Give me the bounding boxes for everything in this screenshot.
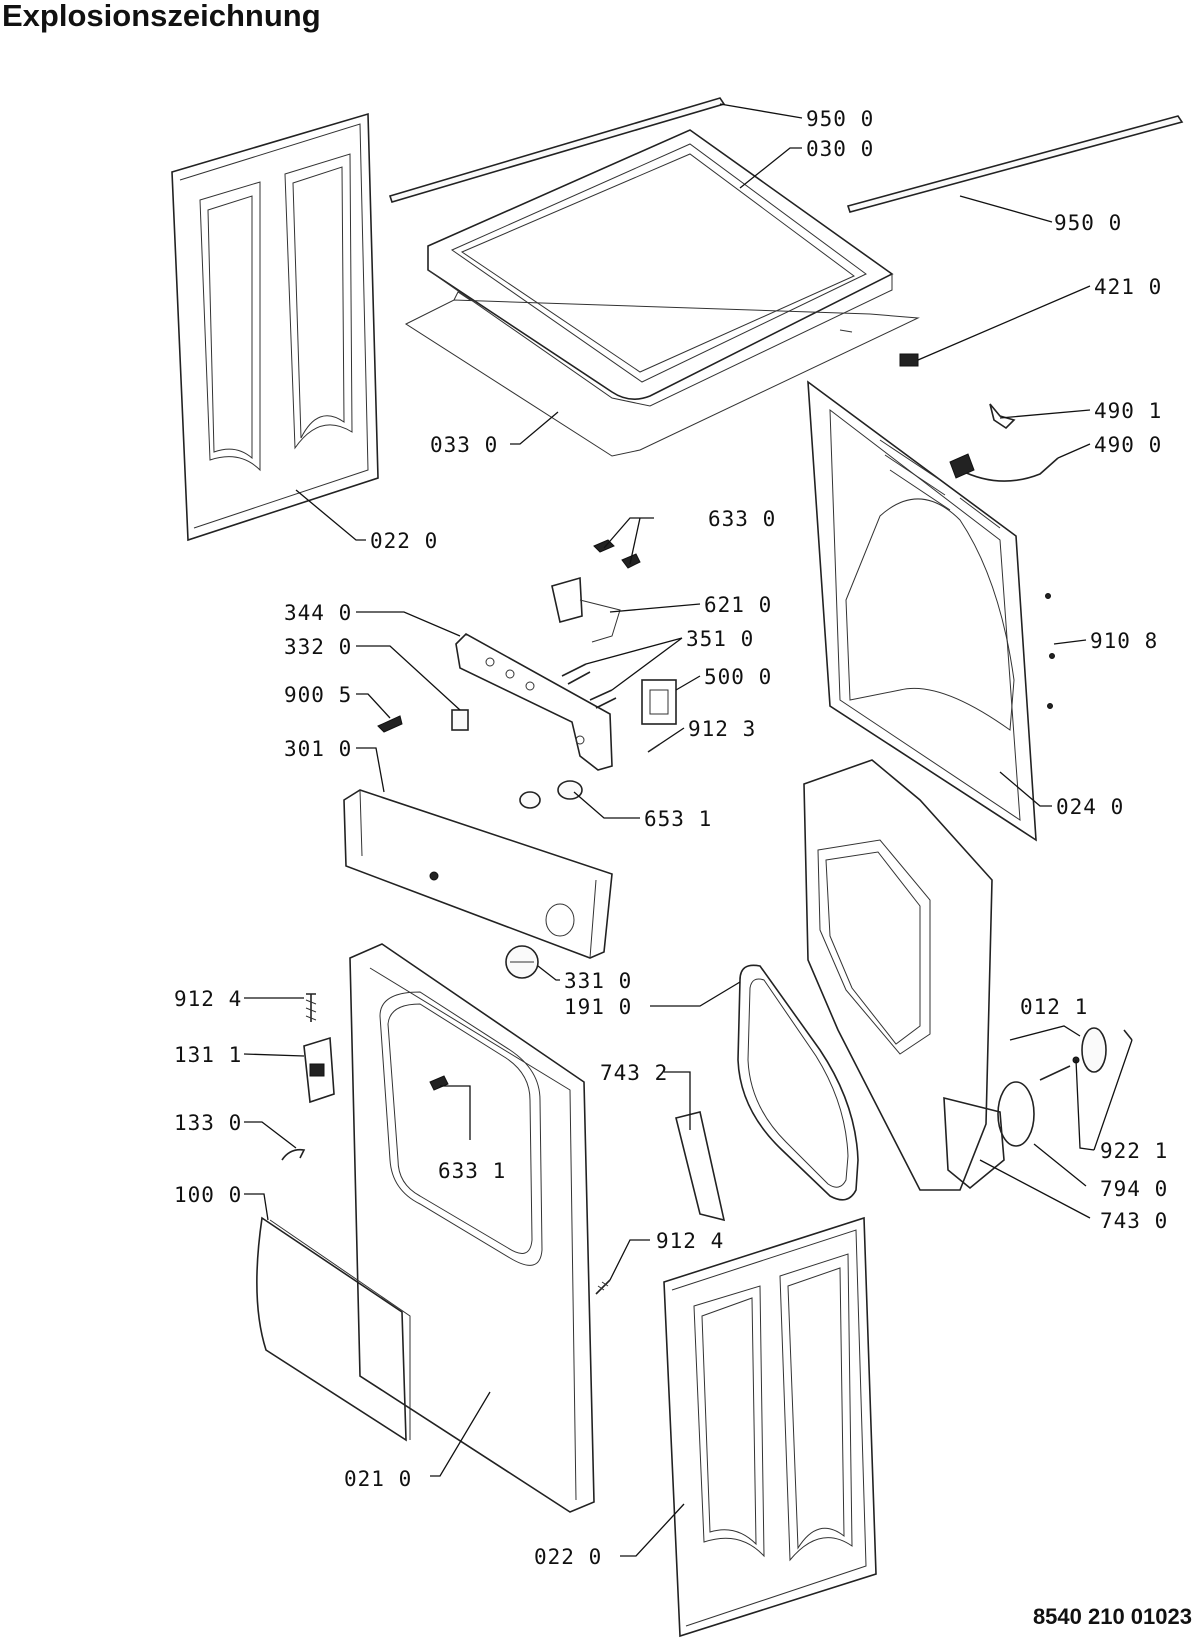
door-seal [737,964,859,1201]
timer-unit [641,679,677,725]
label-490-1: 490 1 [1094,399,1162,423]
screws-rear [1045,593,1055,709]
label-030-0: 030 0 [806,137,874,161]
switches-top [593,539,641,569]
document-number: 8540 210 01023 [1032,1604,1192,1629]
seal-strip-top-right [846,115,1184,213]
label-621-0: 621 0 [704,593,772,617]
motor-unit [943,1096,1005,1190]
rear-panel [807,380,1037,842]
label-922-1: 922 1 [1100,1139,1168,1163]
label-022-0-a: 022 0 [370,529,438,553]
filter-insert [675,1111,726,1222]
door-lock [303,1036,335,1104]
label-033-0: 033 0 [430,433,498,457]
front-panel [349,943,595,1513]
side-panel-right [663,1216,877,1638]
label-633-0: 633 0 [708,507,776,531]
leader-lines [243,103,1133,1557]
bearing-set [1039,1027,1133,1081]
screw-912-4-bottom [595,1279,611,1295]
label-500-0: 500 0 [704,665,772,689]
push-buttons [519,780,583,809]
power-cord [949,403,1059,482]
label-743-2: 743 2 [600,1061,668,1085]
drum-front-housing [803,759,993,1191]
label-421-0: 421 0 [1094,275,1162,299]
selector-knob [505,945,539,979]
label-012-1: 012 1 [1020,995,1088,1019]
seal-strip-top-left [388,97,726,203]
label-351-0: 351 0 [686,627,754,651]
label-022-0-b: 022 0 [534,1545,602,1569]
label-100-0: 100 0 [174,1183,242,1207]
label-490-0: 490 0 [1094,433,1162,457]
belt-ring [997,1081,1035,1147]
label-910-8: 910 8 [1090,629,1158,653]
label-950-0-b: 950 0 [1054,211,1122,235]
label-191-0: 191 0 [564,995,632,1019]
label-653-1: 653 1 [644,807,712,831]
control-bracket [455,633,613,771]
top-cover [427,129,894,407]
label-912-4-a: 912 4 [174,987,242,1011]
screw-912-4-left [305,993,317,1022]
indicator-lamps [561,663,617,709]
label-743-0: 743 0 [1100,1209,1168,1233]
label-131-1: 131 1 [174,1043,242,1067]
label-301-0: 301 0 [284,737,352,761]
filter-door [256,1216,411,1442]
part-labels: 950 0 030 0 950 0 421 0 490 1 490 0 033 … [174,107,1168,1569]
control-module [551,576,621,643]
screw-912-3 [647,743,661,753]
label-024-0: 024 0 [1056,795,1124,819]
label-912-3: 912 3 [688,717,756,741]
label-912-4-b: 912 4 [656,1229,724,1253]
label-344-0: 344 0 [284,601,352,625]
door-hook [281,1148,306,1161]
label-900-5: 900 5 [284,683,352,707]
label-950-0-a: 950 0 [806,107,874,131]
connector-part [899,353,919,367]
top-plate [404,291,920,457]
door-switch [429,1075,449,1091]
page-title: Explosionszeichnung [2,0,321,33]
label-794-0: 794 0 [1100,1177,1168,1201]
label-021-0: 021 0 [344,1467,412,1491]
clip-part [377,715,403,733]
side-panel-left [171,112,379,542]
label-331-0: 331 0 [564,969,632,993]
control-panel [343,789,613,959]
label-633-1: 633 1 [438,1159,506,1183]
label-133-0: 133 0 [174,1111,242,1135]
label-332-0: 332 0 [284,635,352,659]
selector-switch [451,709,469,731]
